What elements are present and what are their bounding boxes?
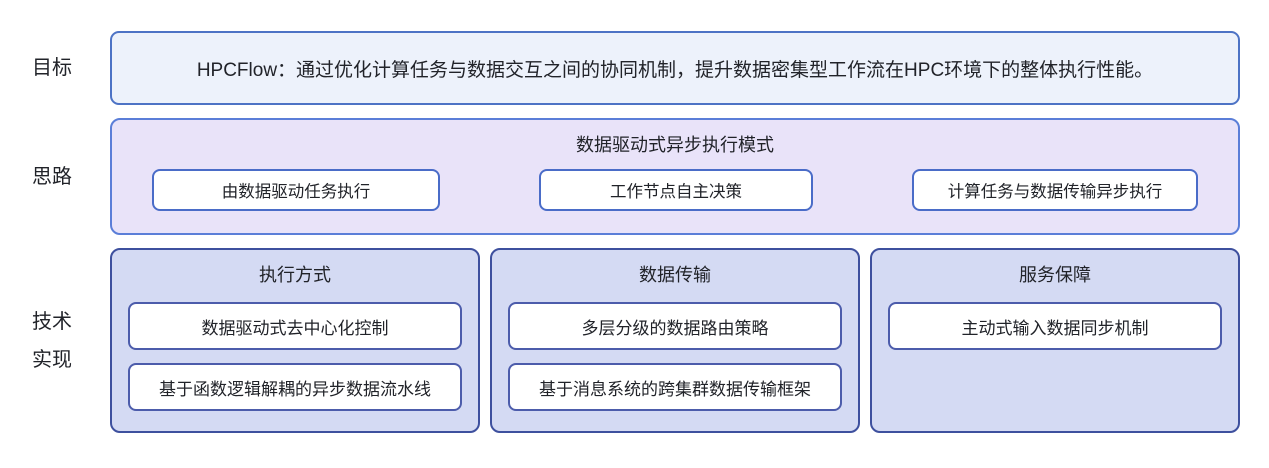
approach-row: 思路 数据驱动式异步执行模式 由数据驱动任务执行 工作节点自主决策 计算任务与数… xyxy=(0,118,1240,235)
tech-row-label-line2: 实现 xyxy=(32,348,72,371)
approach-title: 数据驱动式异步执行模式 xyxy=(576,135,774,155)
approach-item-data-driven-execution: 由数据驱动任务执行 xyxy=(152,169,440,211)
approach-item-async-compute-transfer: 计算任务与数据传输异步执行 xyxy=(912,169,1198,211)
tech-col-data-transfer-title: 数据传输 xyxy=(639,265,711,285)
approach-content: 数据驱动式异步执行模式 由数据驱动任务执行 工作节点自主决策 计算任务与数据传输… xyxy=(110,118,1240,235)
goal-row: 目标 HPCFlow：通过优化计算任务与数据交互之间的协同机制，提升数据密集型工… xyxy=(0,31,1240,105)
approach-row-label: 思路 xyxy=(32,165,72,188)
tech-row-label-line1: 技术 xyxy=(32,310,72,333)
tech-col-execution: 执行方式 数据驱动式去中心化控制 基于函数逻辑解耦的异步数据流水线 xyxy=(110,248,480,433)
approach-box: 数据驱动式异步执行模式 由数据驱动任务执行 工作节点自主决策 计算任务与数据传输… xyxy=(110,118,1240,235)
tech-col-data-transfer: 数据传输 多层分级的数据路由策略 基于消息系统的跨集群数据传输框架 xyxy=(490,248,860,433)
approach-items: 由数据驱动任务执行 工作节点自主决策 计算任务与数据传输异步执行 xyxy=(152,169,1198,211)
tech-col-service-guarantee: 服务保障 主动式输入数据同步机制 xyxy=(870,248,1240,433)
tech-col-execution-title: 执行方式 xyxy=(259,265,331,285)
tech-item-cross-cluster-framework: 基于消息系统的跨集群数据传输框架 xyxy=(508,363,842,411)
goal-content: HPCFlow：通过优化计算任务与数据交互之间的协同机制，提升数据密集型工作流在… xyxy=(110,31,1240,105)
tech-row: 技术 实现 执行方式 数据驱动式去中心化控制 基于函数逻辑解耦的异步数据流水线 … xyxy=(0,248,1240,433)
tech-content: 执行方式 数据驱动式去中心化控制 基于函数逻辑解耦的异步数据流水线 数据传输 多… xyxy=(110,248,1240,433)
tech-item-async-data-pipeline: 基于函数逻辑解耦的异步数据流水线 xyxy=(128,363,462,411)
approach-item-node-autonomy: 工作节点自主决策 xyxy=(539,169,813,211)
tech-col-service-guarantee-title: 服务保障 xyxy=(1019,265,1091,285)
tech-item-proactive-input-sync: 主动式输入数据同步机制 xyxy=(888,302,1222,350)
goal-box: HPCFlow：通过优化计算任务与数据交互之间的协同机制，提升数据密集型工作流在… xyxy=(110,31,1240,105)
tech-row-label: 技术 实现 xyxy=(0,248,110,433)
tech-item-decentralized-control: 数据驱动式去中心化控制 xyxy=(128,302,462,350)
goal-text: HPCFlow：通过优化计算任务与数据交互之间的协同机制，提升数据密集型工作流在… xyxy=(196,59,1154,81)
goal-row-label: 目标 xyxy=(32,57,72,79)
tech-columns: 执行方式 数据驱动式去中心化控制 基于函数逻辑解耦的异步数据流水线 数据传输 多… xyxy=(110,248,1240,433)
tech-item-hierarchical-routing: 多层分级的数据路由策略 xyxy=(508,302,842,350)
